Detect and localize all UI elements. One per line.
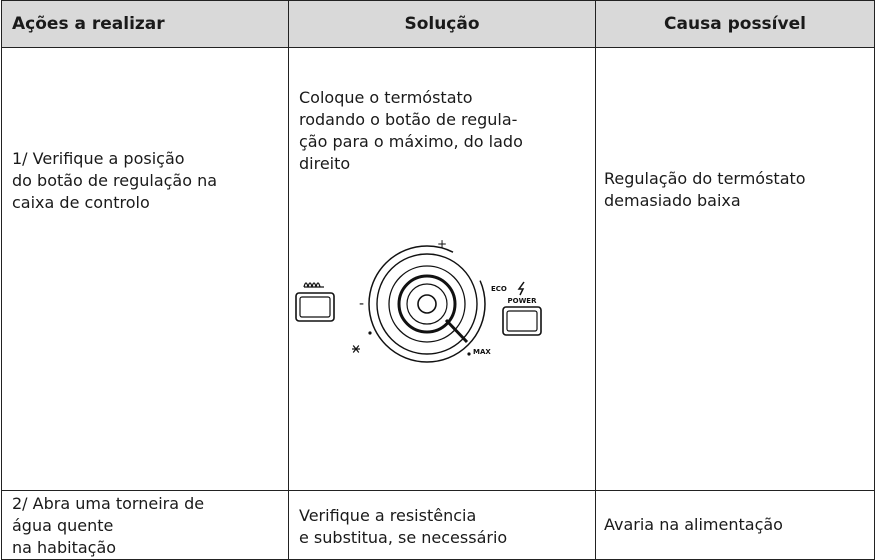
max-dot	[467, 352, 471, 356]
header-cause: Causa possível	[595, 0, 875, 48]
solution-line: e substitua, se necessário	[299, 528, 508, 547]
control-panel-svg: + - ECO MAX	[295, 237, 542, 363]
heating-coil-icon	[303, 282, 324, 288]
header-solution: Solução	[288, 0, 596, 48]
table-row: 1/ Verifique a posição do botão de regul…	[1, 47, 875, 491]
cause-cell: Avaria na alimentação	[595, 490, 875, 560]
solution-line: rodando o botão de regula-	[299, 110, 518, 129]
table-row: 2/ Abra uma torneira de água quente na h…	[1, 490, 875, 560]
header-row: Ações a realizar Solução Causa possível	[1, 0, 875, 48]
eco-label: ECO	[491, 285, 507, 293]
max-label: MAX	[473, 348, 491, 356]
power-button: POWER	[502, 281, 542, 336]
action-line: água quente	[12, 516, 114, 535]
cause-line: demasiado baixa	[604, 191, 741, 210]
heating-button	[295, 282, 335, 322]
action-line: 1/ Verifique a posição	[12, 149, 185, 168]
plus-label: +	[437, 237, 447, 251]
solution-cell: Verifique a resistência e substitua, se …	[288, 490, 596, 560]
cause-cell: Regulação do termóstato demasiado baixa	[595, 47, 875, 491]
thermostat-knob	[368, 245, 486, 363]
solution-line: ção para o máximo, do lado	[299, 132, 523, 151]
action-cell: 1/ Verifique a posição do botão de regul…	[1, 47, 289, 491]
control-panel-diagram: + - ECO MAX	[291, 187, 561, 367]
cause-line: Avaria na alimentação	[604, 515, 783, 534]
action-line: 2/ Abra uma torneira de	[12, 494, 205, 513]
solution-line: Coloque o termóstato	[299, 88, 473, 107]
header-actions: Ações a realizar	[1, 0, 289, 48]
solution-cell: Coloque o termóstato rodando o botão de …	[288, 47, 596, 491]
solution-line: direito	[299, 154, 351, 173]
frost-dot	[368, 331, 372, 335]
cause-line: Regulação do termóstato	[604, 169, 806, 188]
action-cell: 2/ Abra uma torneira de água quente na h…	[1, 490, 289, 560]
solution-line: Verifique a resistência	[299, 506, 477, 525]
lightning-icon	[517, 281, 525, 296]
action-line: caixa de controlo	[12, 193, 150, 212]
power-label: POWER	[508, 297, 538, 305]
minus-label: -	[359, 296, 364, 312]
snowflake-icon	[352, 345, 360, 353]
action-line: na habitação	[12, 538, 117, 557]
action-line: do botão de regulação na	[12, 171, 218, 190]
